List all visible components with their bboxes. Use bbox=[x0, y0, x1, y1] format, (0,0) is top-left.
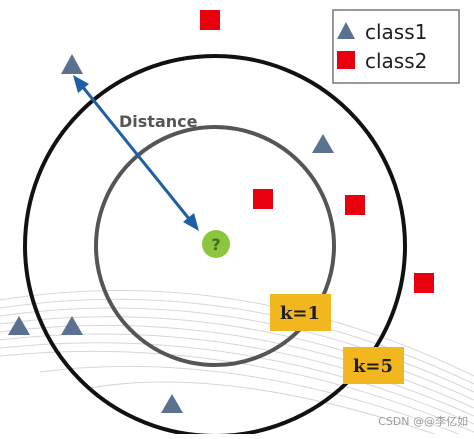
watermark: CSDN @@李亿如 bbox=[378, 414, 468, 428]
class1-points bbox=[8, 54, 334, 413]
class1-triangle-icon bbox=[312, 134, 334, 153]
arrowhead-bottom-icon bbox=[183, 213, 199, 231]
legend-box bbox=[332, 9, 460, 84]
class2-points bbox=[200, 10, 434, 293]
arrowhead-top-icon bbox=[73, 75, 89, 93]
class1-triangle-icon bbox=[61, 54, 83, 74]
legend-class2-square-icon bbox=[337, 51, 355, 69]
legend-class1-triangle-icon bbox=[337, 22, 355, 39]
k5-label: k=5 bbox=[353, 356, 393, 377]
class1-triangle-icon bbox=[161, 394, 183, 413]
legend: class1 class2 bbox=[332, 9, 460, 84]
inner-circle-k1 bbox=[94, 125, 336, 367]
class2-square-icon bbox=[414, 273, 434, 293]
class2-square-icon bbox=[345, 195, 365, 215]
k1-label: k=1 bbox=[280, 303, 320, 324]
legend-class2-label: class2 bbox=[365, 49, 427, 73]
query-point-label: ? bbox=[211, 235, 220, 254]
class2-square-icon bbox=[200, 10, 220, 30]
legend-class1-label: class1 bbox=[365, 20, 427, 44]
class1-triangle-icon bbox=[61, 316, 83, 335]
k1-badge: k=1 bbox=[270, 294, 331, 331]
query-point-icon bbox=[202, 230, 230, 258]
distance-label: Distance bbox=[119, 112, 198, 131]
class1-triangle-icon bbox=[8, 316, 30, 335]
distance-arrow bbox=[73, 75, 199, 231]
class2-square-icon bbox=[253, 189, 273, 209]
k5-badge: k=5 bbox=[343, 347, 404, 384]
